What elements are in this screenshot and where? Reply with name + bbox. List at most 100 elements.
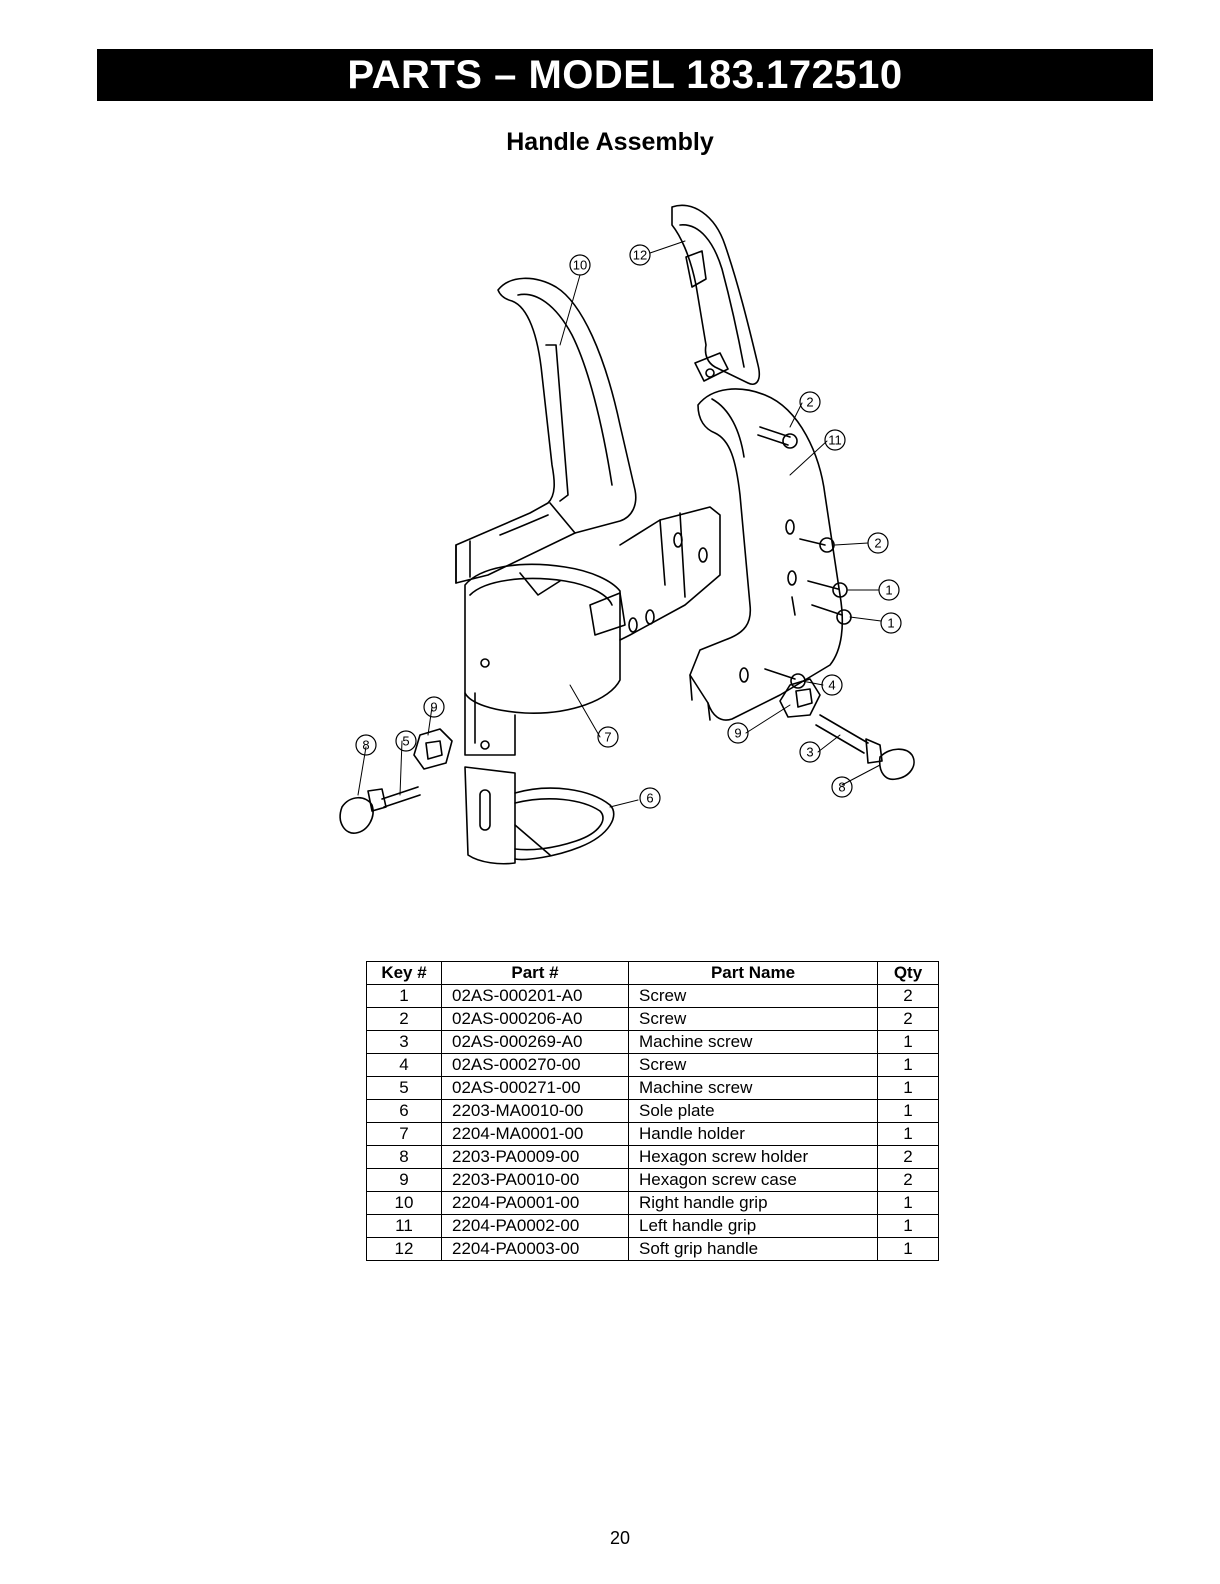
part-number-cell: 2203-MA0010-00 [441,1099,629,1123]
svg-text:6: 6 [646,791,653,806]
page-header-title: PARTS – MODEL 183.172510 [347,52,903,97]
key-cell: 8 [366,1145,442,1169]
screws-right-part [757,426,852,689]
svg-text:7: 7 [604,730,611,745]
handle-holder-part [464,506,721,756]
callout-9-right: 9 [727,722,749,744]
key-cell: 1 [366,984,442,1008]
part-name-cell: Screw [628,1007,878,1031]
part-number-cell: 2204-PA0003-00 [441,1237,629,1261]
part-name-cell: Hexagon screw holder [628,1145,878,1169]
handle-assembly-diagram: 12 10 2 11 2 1 1 4 9 7 3 8 9 8 5 6 [320,195,920,895]
part-name-cell: Right handle grip [628,1191,878,1215]
qty-cell: 1 [877,1237,939,1261]
qty-cell: 2 [877,1007,939,1031]
sole-plate-part [464,766,615,865]
table-header-row: Key # Part # Part Name Qty [366,961,939,985]
key-cell: 5 [366,1076,442,1100]
callout-1-upper: 1 [878,579,900,601]
page-header-banner: PARTS – MODEL 183.172510 [97,49,1153,101]
qty-cell: 1 [877,1191,939,1215]
svg-text:11: 11 [828,433,842,448]
svg-text:8: 8 [362,738,369,753]
part-number-cell: 02AS-000270-00 [441,1053,629,1077]
callout-markers: 12 10 2 11 2 1 1 4 9 7 3 8 9 8 5 6 [355,244,902,809]
key-cell: 12 [366,1237,442,1261]
svg-text:12: 12 [633,248,647,263]
part-number-cell: 02AS-000206-A0 [441,1007,629,1031]
qty-cell: 2 [877,1168,939,1192]
key-cell: 11 [366,1214,442,1238]
callout-11: 11 [824,429,846,451]
callout-9-left: 9 [423,696,445,718]
part-name-cell: Screw [628,984,878,1008]
part-number-cell: 02AS-000269-A0 [441,1030,629,1054]
part-number-cell: 2204-MA0001-00 [441,1122,629,1146]
callout-12: 12 [629,244,651,266]
qty-cell: 1 [877,1214,939,1238]
part-name-cell: Sole plate [628,1099,878,1123]
qty-cell: 1 [877,1099,939,1123]
part-number-cell: 02AS-000271-00 [441,1076,629,1100]
part-number-column-header: Part # [441,961,629,985]
part-name-cell: Machine screw [628,1076,878,1100]
callout-10: 10 [569,254,591,276]
qty-cell: 2 [877,984,939,1008]
svg-text:1: 1 [887,616,894,631]
hex-case-bolt-right-part [779,678,915,781]
svg-text:1: 1 [885,583,892,598]
part-number-cell: 2203-PA0010-00 [441,1168,629,1192]
part-number-cell: 2204-PA0001-00 [441,1191,629,1215]
svg-text:10: 10 [573,258,587,273]
key-cell: 9 [366,1168,442,1192]
callout-2-upper: 2 [799,391,821,413]
qty-cell: 1 [877,1053,939,1077]
svg-text:4: 4 [828,678,835,693]
qty-cell: 1 [877,1122,939,1146]
svg-text:8: 8 [838,780,845,795]
callout-1-lower: 1 [880,612,902,634]
part-name-cell: Handle holder [628,1122,878,1146]
key-cell: 2 [366,1007,442,1031]
page-number: 20 [609,1528,631,1548]
qty-cell: 1 [877,1076,939,1100]
qty-cell: 2 [877,1145,939,1169]
soft-grip-handle-part [671,204,761,385]
key-cell: 4 [366,1053,442,1077]
svg-text:2: 2 [874,536,881,551]
callout-6: 6 [639,787,661,809]
exploded-view-drawing: 12 10 2 11 2 1 1 4 9 7 3 8 9 8 5 6 [339,204,915,865]
part-name-cell: Screw [628,1053,878,1077]
svg-text:3: 3 [806,745,813,760]
part-number-cell: 2204-PA0002-00 [441,1214,629,1238]
left-handle-grip-part [689,388,844,721]
part-number-cell: 2203-PA0009-00 [441,1145,629,1169]
part-name-cell: Hexagon screw case [628,1168,878,1192]
right-handle-grip-part [455,277,637,584]
key-cell: 7 [366,1122,442,1146]
part-name-cell: Left handle grip [628,1214,878,1238]
callout-7: 7 [597,726,619,748]
part-name-column-header: Part Name [628,961,878,985]
part-name-cell: Soft grip handle [628,1237,878,1261]
svg-text:9: 9 [734,726,741,741]
key-cell: 10 [366,1191,442,1215]
svg-text:9: 9 [430,700,437,715]
parts-table-header: Key # Part # Part Name Qty [366,961,939,985]
svg-text:2: 2 [806,395,813,410]
key-cell: 3 [366,1030,442,1054]
qty-cell: 1 [877,1030,939,1054]
callout-3: 3 [799,741,821,763]
